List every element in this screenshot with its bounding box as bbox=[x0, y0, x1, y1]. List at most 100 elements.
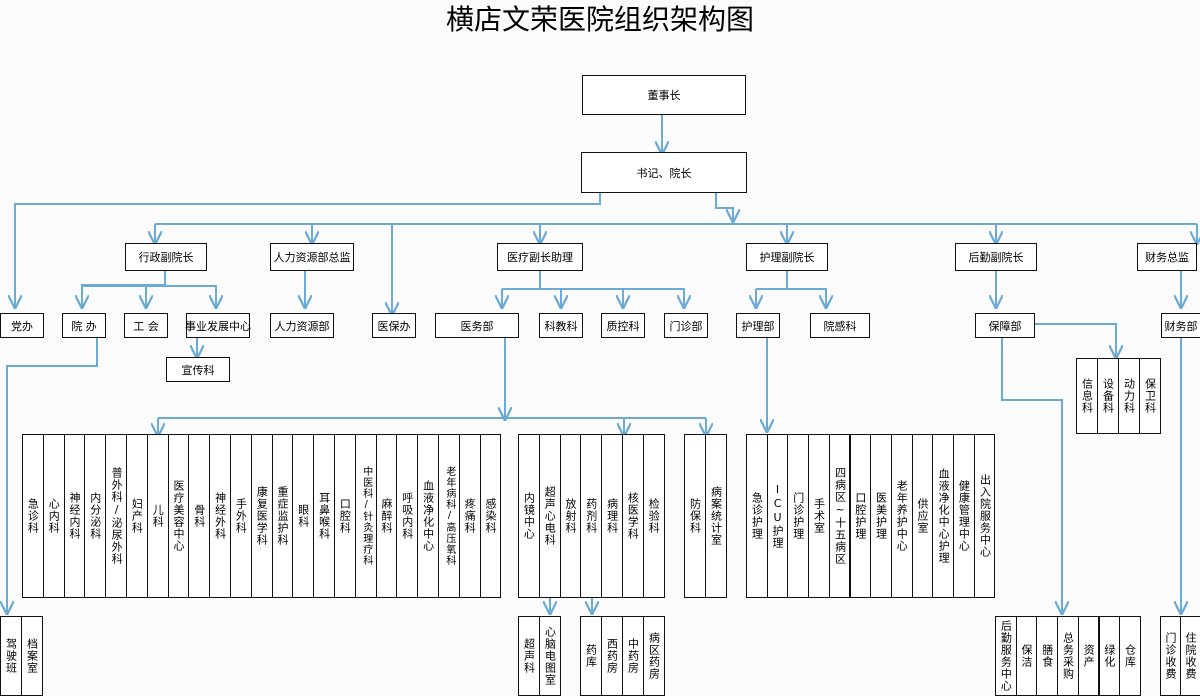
clinical-dept-label: 心内科 bbox=[47, 498, 61, 534]
office-unit-column: 驾驶班 bbox=[0, 616, 22, 696]
logistics-unit-column: 总务采购 bbox=[1057, 616, 1079, 696]
medtech-dept-column: 检验科 bbox=[642, 434, 665, 598]
quality-control-node: 质控科 bbox=[601, 313, 645, 338]
support-unit-label: 保卫科 bbox=[1143, 378, 1157, 414]
nursing-unit-column: ICU护理 bbox=[766, 434, 789, 598]
pharmacy-unit-column: 西药房 bbox=[601, 616, 623, 696]
medtech-dept-label: 超声心电科 bbox=[543, 486, 557, 546]
nursing-unit-column: 医美护理 bbox=[870, 434, 892, 598]
clinical-dept-label: 骨科 bbox=[192, 504, 206, 528]
medtech-dept-label: 内镜中心 bbox=[522, 492, 536, 540]
clinical-dept-column: 急诊科 bbox=[22, 434, 44, 598]
nursing-unit-label: 手术室 bbox=[812, 498, 826, 534]
office-unit-column: 档案室 bbox=[21, 616, 43, 696]
medical-vp-assistant-node: 医疗副长助理 bbox=[497, 243, 583, 271]
clinical-dept-column: 重症监护科 bbox=[271, 434, 294, 598]
nursing-unit-column: 四病区~十五病区 bbox=[828, 434, 851, 598]
nursing-unit-column: 健康管理中心 bbox=[953, 434, 975, 598]
board-chairman-node: 董事长 bbox=[582, 75, 746, 115]
logistics-unit-column: 资产 bbox=[1077, 616, 1100, 696]
medtech-dept-column: 超声心电科 bbox=[538, 434, 561, 598]
party-office-node: 党办 bbox=[0, 313, 44, 338]
logistics-unit-column: 保洁 bbox=[1015, 616, 1038, 696]
hr-director-node: 人力资源部总监 bbox=[270, 243, 354, 271]
clinical-dept-column: 耳鼻喉科 bbox=[313, 434, 335, 598]
clinical-dept-column: 神经内科 bbox=[63, 434, 86, 598]
nursing-unit-label: 口腔护理 bbox=[853, 492, 867, 540]
clinical-dept-label: 老年病科/高压氧科 bbox=[443, 466, 455, 566]
logistics-unit-column: 仓库 bbox=[1119, 616, 1141, 696]
nursing-unit-label: 急诊护理 bbox=[750, 492, 764, 540]
clinical-dept-label: 呼吸内科 bbox=[400, 492, 414, 540]
support-unit-column: 信息科 bbox=[1076, 358, 1098, 434]
ultrasound-unit-column: 心脑电图室 bbox=[539, 616, 561, 696]
medtech-dept-label: 检验科 bbox=[647, 498, 661, 534]
education-node: 科教科 bbox=[539, 313, 583, 338]
clinical-dept-column: 骨科 bbox=[188, 434, 211, 598]
clinical-dept-label: 内分泌科 bbox=[88, 492, 102, 540]
nursing-unit-label: 血液净化中心护理 bbox=[937, 468, 951, 564]
career-center-node: 事业发展中心 bbox=[185, 313, 251, 338]
ultrasound-unit-label: 超声科 bbox=[522, 638, 536, 674]
nursing-unit-column: 老年养护中心 bbox=[890, 434, 913, 598]
clinical-dept-column: 呼吸内科 bbox=[396, 434, 419, 598]
insurance-office-node: 医保办 bbox=[372, 313, 416, 338]
clinical-dept-column: 心内科 bbox=[42, 434, 65, 598]
infection-control-label: 院感科 bbox=[823, 319, 857, 333]
cashier-unit-column: 门诊收费 bbox=[1160, 616, 1181, 696]
nursing-dept-node: 护理部 bbox=[736, 313, 780, 338]
logistics-unit-column: 绿化 bbox=[1098, 616, 1121, 696]
cashier-unit-column: 住院收费 bbox=[1180, 616, 1200, 696]
clinical-dept-label: 感染科 bbox=[483, 498, 497, 534]
logistics-unit-label: 保洁 bbox=[1020, 644, 1034, 668]
clinical-dept-column: 疼痛科 bbox=[458, 434, 481, 598]
logistics-unit-label: 总务采购 bbox=[1061, 632, 1075, 680]
chart-title: 横店文荣医院组织架构图 bbox=[445, 3, 754, 36]
clinical-dept-column: 内分泌科 bbox=[84, 434, 107, 598]
medtech-dept-column: 放射科 bbox=[559, 434, 582, 598]
clinical-dept-column: 血液净化中心 bbox=[417, 434, 439, 598]
finance-dept-node: 财务部 bbox=[1161, 313, 1200, 338]
clinical-dept-label: 儿科 bbox=[151, 504, 165, 528]
career-center-label: 事业发展中心 bbox=[185, 319, 251, 333]
medtech-dept-label: 核医学科 bbox=[626, 492, 640, 540]
logistics-unit-label: 膳食 bbox=[1040, 644, 1054, 668]
medical-affairs-label: 医务部 bbox=[460, 319, 494, 333]
clinical-dept-label: 急诊科 bbox=[26, 498, 40, 534]
clinical-dept-label: 神经外科 bbox=[213, 492, 227, 540]
pharmacy-unit-column: 病区药房 bbox=[643, 616, 665, 696]
medtech-dept-label: 病理科 bbox=[605, 498, 619, 534]
pharmacy-unit-label: 中药房 bbox=[626, 638, 640, 674]
support-unit-label: 信息科 bbox=[1080, 378, 1094, 414]
clinical-dept-label: 耳鼻喉科 bbox=[317, 492, 331, 540]
clinical-dept-label: 神经内科 bbox=[67, 492, 81, 540]
clinical-dept-column: 妇产科 bbox=[126, 434, 148, 598]
clinical-dept-column: 普外科/泌尿外科 bbox=[105, 434, 127, 598]
cashier-unit-label: 住院收费 bbox=[1184, 632, 1197, 680]
finance-dept-label: 财务部 bbox=[1164, 319, 1198, 333]
clinical-dept-label: 中医科/针灸理疗科 bbox=[360, 466, 372, 566]
medtech-dept-column: 药剂科 bbox=[580, 434, 603, 598]
nursing-unit-label: ICU护理 bbox=[771, 483, 785, 549]
secretary-president-node: 书记、院长 bbox=[581, 152, 747, 193]
clinical-dept-label: 医疗美容中心 bbox=[171, 480, 185, 552]
prevention-column: 病案统计室 bbox=[705, 434, 727, 598]
clinical-dept-column: 麻醉科 bbox=[375, 434, 398, 598]
infection-control-node: 院感科 bbox=[810, 313, 870, 338]
clinical-dept-label: 眼科 bbox=[296, 504, 310, 528]
nursing-unit-label: 供应室 bbox=[915, 498, 929, 534]
logistics-unit-column: 膳食 bbox=[1036, 616, 1059, 696]
support-unit-column: 保卫科 bbox=[1139, 358, 1161, 434]
logistics-vp-label: 后勤副院长 bbox=[968, 251, 1024, 264]
clinical-dept-column: 口腔科 bbox=[334, 434, 356, 598]
nursing-unit-label: 医美护理 bbox=[874, 492, 888, 540]
hr-dept-label: 人力资源部 bbox=[274, 319, 330, 333]
pharmacy-unit-label: 药库 bbox=[584, 644, 598, 668]
admin-vp-node: 行政副院长 bbox=[125, 243, 207, 271]
board-chairman-label: 董事长 bbox=[647, 89, 681, 102]
medical-vp-assistant-label: 医疗副长助理 bbox=[507, 251, 573, 264]
medtech-dept-label: 药剂科 bbox=[584, 498, 598, 534]
medtech-dept-column: 核医学科 bbox=[622, 434, 644, 598]
support-dept-node: 保障部 bbox=[975, 313, 1035, 338]
